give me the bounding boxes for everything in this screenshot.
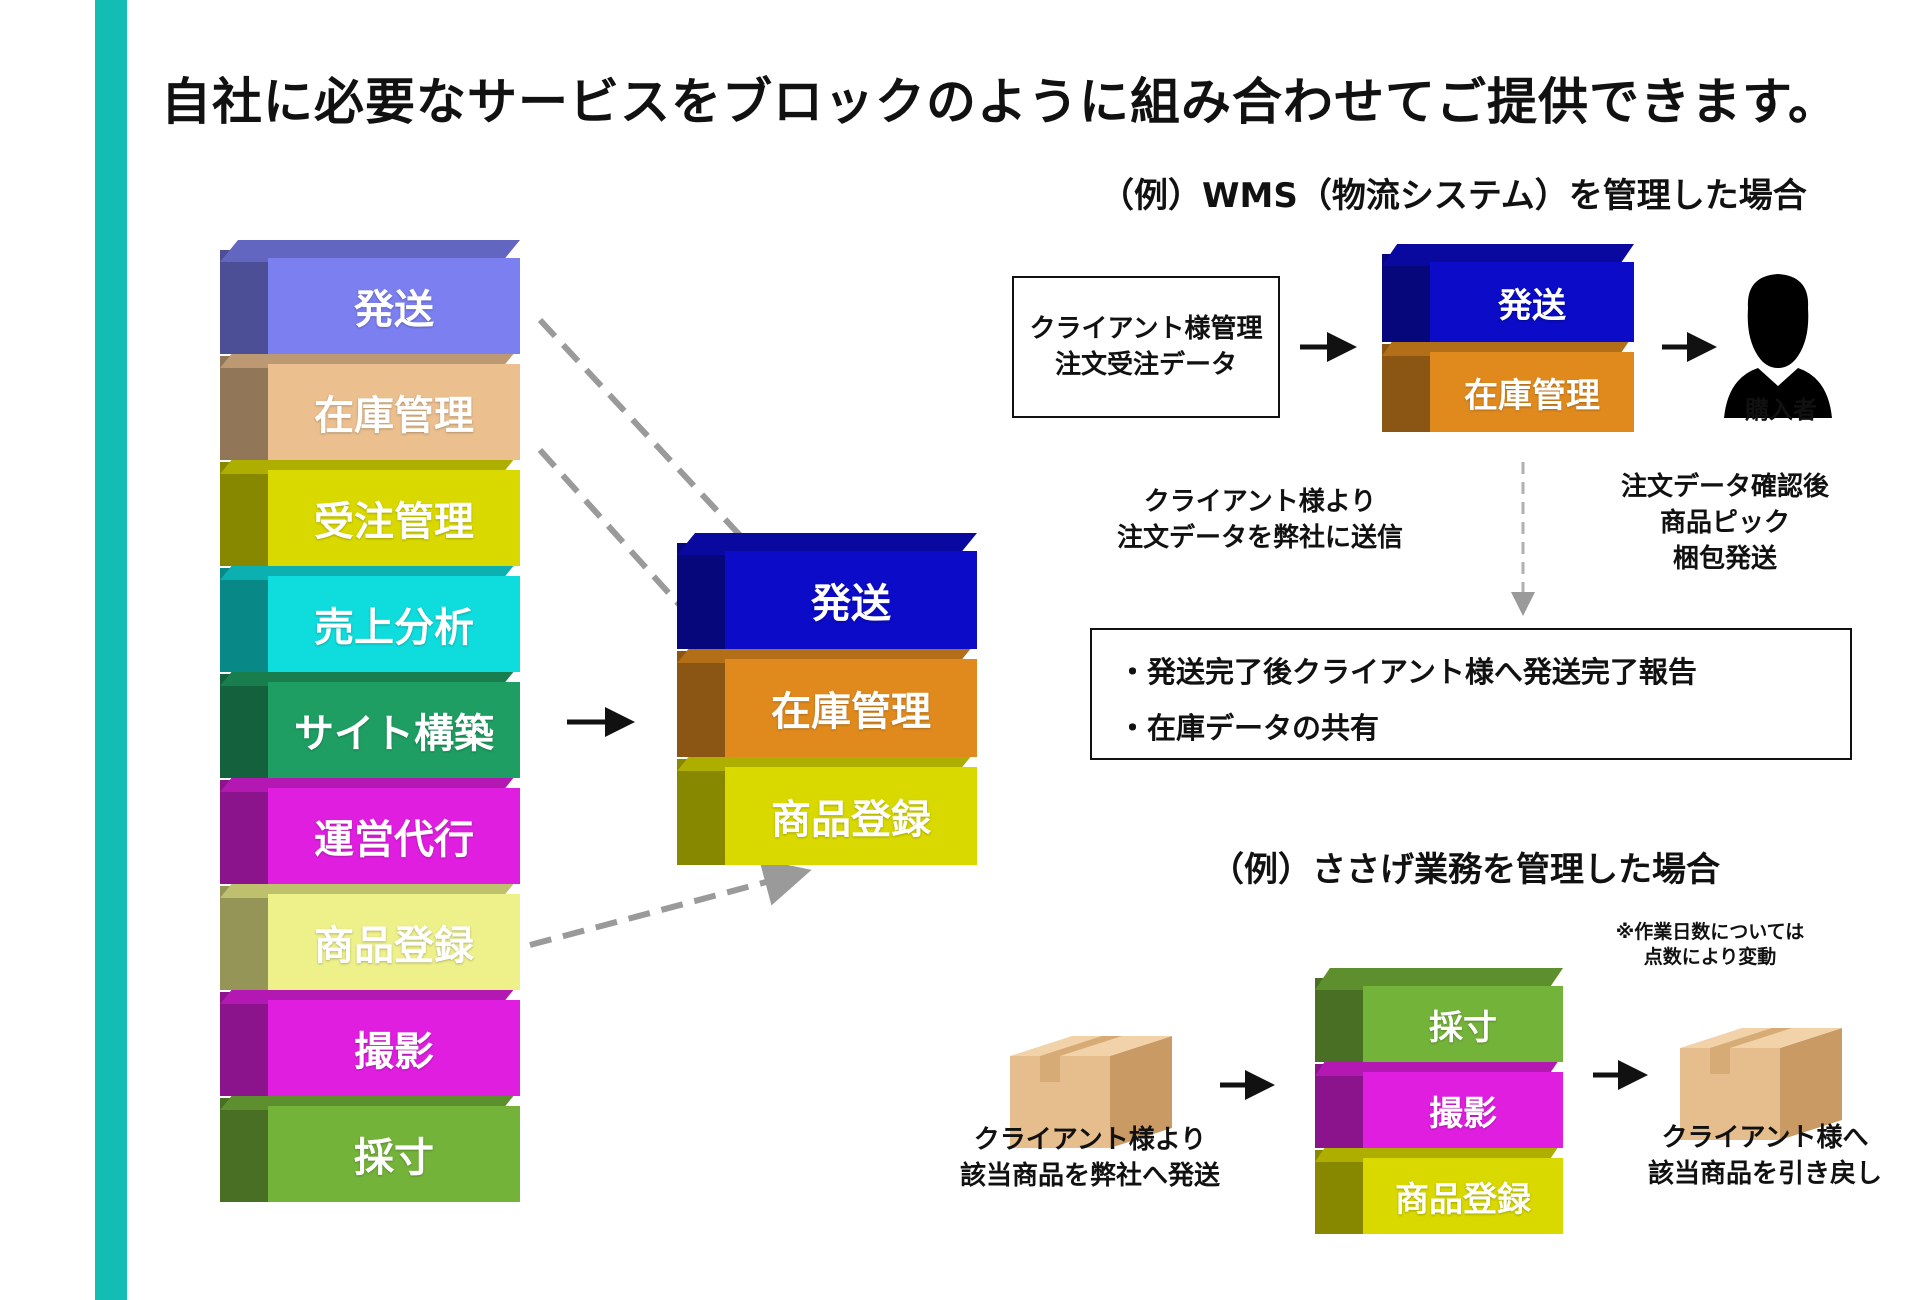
buyer-person-icon <box>1718 268 1838 432</box>
block-label: 商品登録 <box>268 894 520 990</box>
block-label: 発送 <box>1430 262 1634 342</box>
service-block: 売上分析 <box>220 558 520 672</box>
report-list: ・発送完了後クライアント様へ発送完了報告 ・在庫データの共有 <box>1118 644 1697 756</box>
client-box-line-1: クライアント様管理 <box>1029 314 1263 344</box>
service-block: 在庫管理 <box>1382 334 1634 432</box>
block-label: 在庫管理 <box>268 364 520 460</box>
wms-left-note-line-1: クライアント様より <box>1143 487 1377 517</box>
sasage-left-caption: クライアント様より 該当商品を弊社へ発送 <box>930 1123 1250 1195</box>
service-block: 発送 <box>677 533 977 649</box>
dashed-arrow-product <box>529 859 812 948</box>
block-label: 商品登録 <box>725 767 977 865</box>
block-side <box>220 886 272 990</box>
report-box <box>1090 628 1852 760</box>
block-label: 運営代行 <box>268 788 520 884</box>
block-label: 発送 <box>725 551 977 649</box>
client-data-box <box>1012 276 1280 418</box>
block-label: 撮影 <box>1363 1072 1563 1148</box>
block-label: 在庫管理 <box>1430 352 1634 432</box>
block-top <box>1382 244 1634 266</box>
block-side <box>220 992 272 1096</box>
block-side <box>1382 254 1434 342</box>
wms-example-title: （例）WMS（物流システム）を管理した場合 <box>1100 176 1807 216</box>
sasage-right-caption-line-2: 該当商品を引き戻し <box>1647 1158 1882 1189</box>
sasage-right-caption: クライアント様へ 該当商品を引き戻し <box>1620 1121 1910 1193</box>
block-side <box>1315 1150 1367 1234</box>
sasage-left-caption-line-1: クライアント様より <box>973 1125 1207 1155</box>
block-side <box>1382 344 1434 432</box>
page-title: 自社に必要なサービスをブロックのように組み合わせてご提供できます。 <box>161 73 1839 131</box>
block-label: 売上分析 <box>268 576 520 672</box>
report-item: ・在庫データの共有 <box>1118 711 1380 745</box>
block-label: 採寸 <box>1363 986 1563 1062</box>
block-side <box>677 651 729 757</box>
buyer-label: 購入者 <box>1745 396 1817 424</box>
service-block: 撮影 <box>220 982 520 1096</box>
sasage-duration-note: ※作業日数については 点数により変動 <box>1580 920 1840 969</box>
accent-bar <box>95 0 127 1300</box>
block-side <box>677 543 729 649</box>
service-block: 採寸 <box>220 1088 520 1202</box>
block-label: 採寸 <box>268 1106 520 1202</box>
service-block: 商品登録 <box>677 749 977 865</box>
block-side <box>220 356 272 460</box>
block-label: 発送 <box>268 258 520 354</box>
package-box-icon-right <box>1680 1022 1842 1144</box>
block-side <box>220 250 272 354</box>
service-block: 撮影 <box>1315 1054 1563 1148</box>
block-label: 撮影 <box>268 1000 520 1096</box>
package-box-icon-left <box>1010 1030 1172 1152</box>
service-block: 運営代行 <box>220 770 520 884</box>
block-side <box>677 759 729 865</box>
service-block: 商品登録 <box>220 876 520 990</box>
block-side <box>220 462 272 566</box>
service-block: 発送 <box>220 240 520 354</box>
report-item: ・発送完了後クライアント様へ発送完了報告 <box>1118 655 1697 689</box>
wms-right-note-line-1: 注文データ確認後 <box>1620 472 1829 502</box>
service-block: 受注管理 <box>220 452 520 566</box>
block-side <box>220 568 272 672</box>
wms-right-note: 注文データ確認後 商品ピック 梱包発送 <box>1595 470 1855 578</box>
service-block: 在庫管理 <box>677 641 977 757</box>
block-label: 在庫管理 <box>725 659 977 757</box>
block-label: 商品登録 <box>1363 1158 1563 1234</box>
wms-right-note-line-3: 梱包発送 <box>1672 543 1777 574</box>
block-side <box>220 780 272 884</box>
block-label: 受注管理 <box>268 470 520 566</box>
block-top <box>1315 968 1563 990</box>
wms-left-note: クライアント様より 注文データを弊社に送信 <box>1095 485 1425 557</box>
service-block: 発送 <box>1382 244 1634 342</box>
client-box-text: クライアント様管理 注文受注データ <box>1012 312 1280 384</box>
block-side <box>1315 1064 1367 1148</box>
sasage-right-caption-line-1: クライアント様へ <box>1661 1123 1869 1153</box>
block-label: サイト構築 <box>268 682 520 778</box>
service-block: 商品登録 <box>1315 1140 1563 1234</box>
service-block: 在庫管理 <box>220 346 520 460</box>
block-side <box>220 1098 272 1202</box>
client-box-line-2: 注文受注データ <box>1054 349 1237 380</box>
block-side <box>220 674 272 778</box>
service-block: 採寸 <box>1315 968 1563 1062</box>
block-side <box>1315 978 1367 1062</box>
sasage-left-caption-line-2: 該当商品を弊社へ発送 <box>959 1160 1220 1191</box>
block-top <box>220 240 520 262</box>
sasage-example-title: （例）ささげ業務を管理した場合 <box>1210 850 1720 890</box>
sasage-note-line-1: ※作業日数については <box>1615 921 1805 943</box>
block-top <box>677 533 977 555</box>
service-block: サイト構築 <box>220 664 520 778</box>
sasage-note-line-2: 点数により変動 <box>1643 945 1777 968</box>
wms-right-note-line-2: 商品ピック <box>1659 507 1790 538</box>
wms-left-note-line-2: 注文データを弊社に送信 <box>1116 522 1403 553</box>
